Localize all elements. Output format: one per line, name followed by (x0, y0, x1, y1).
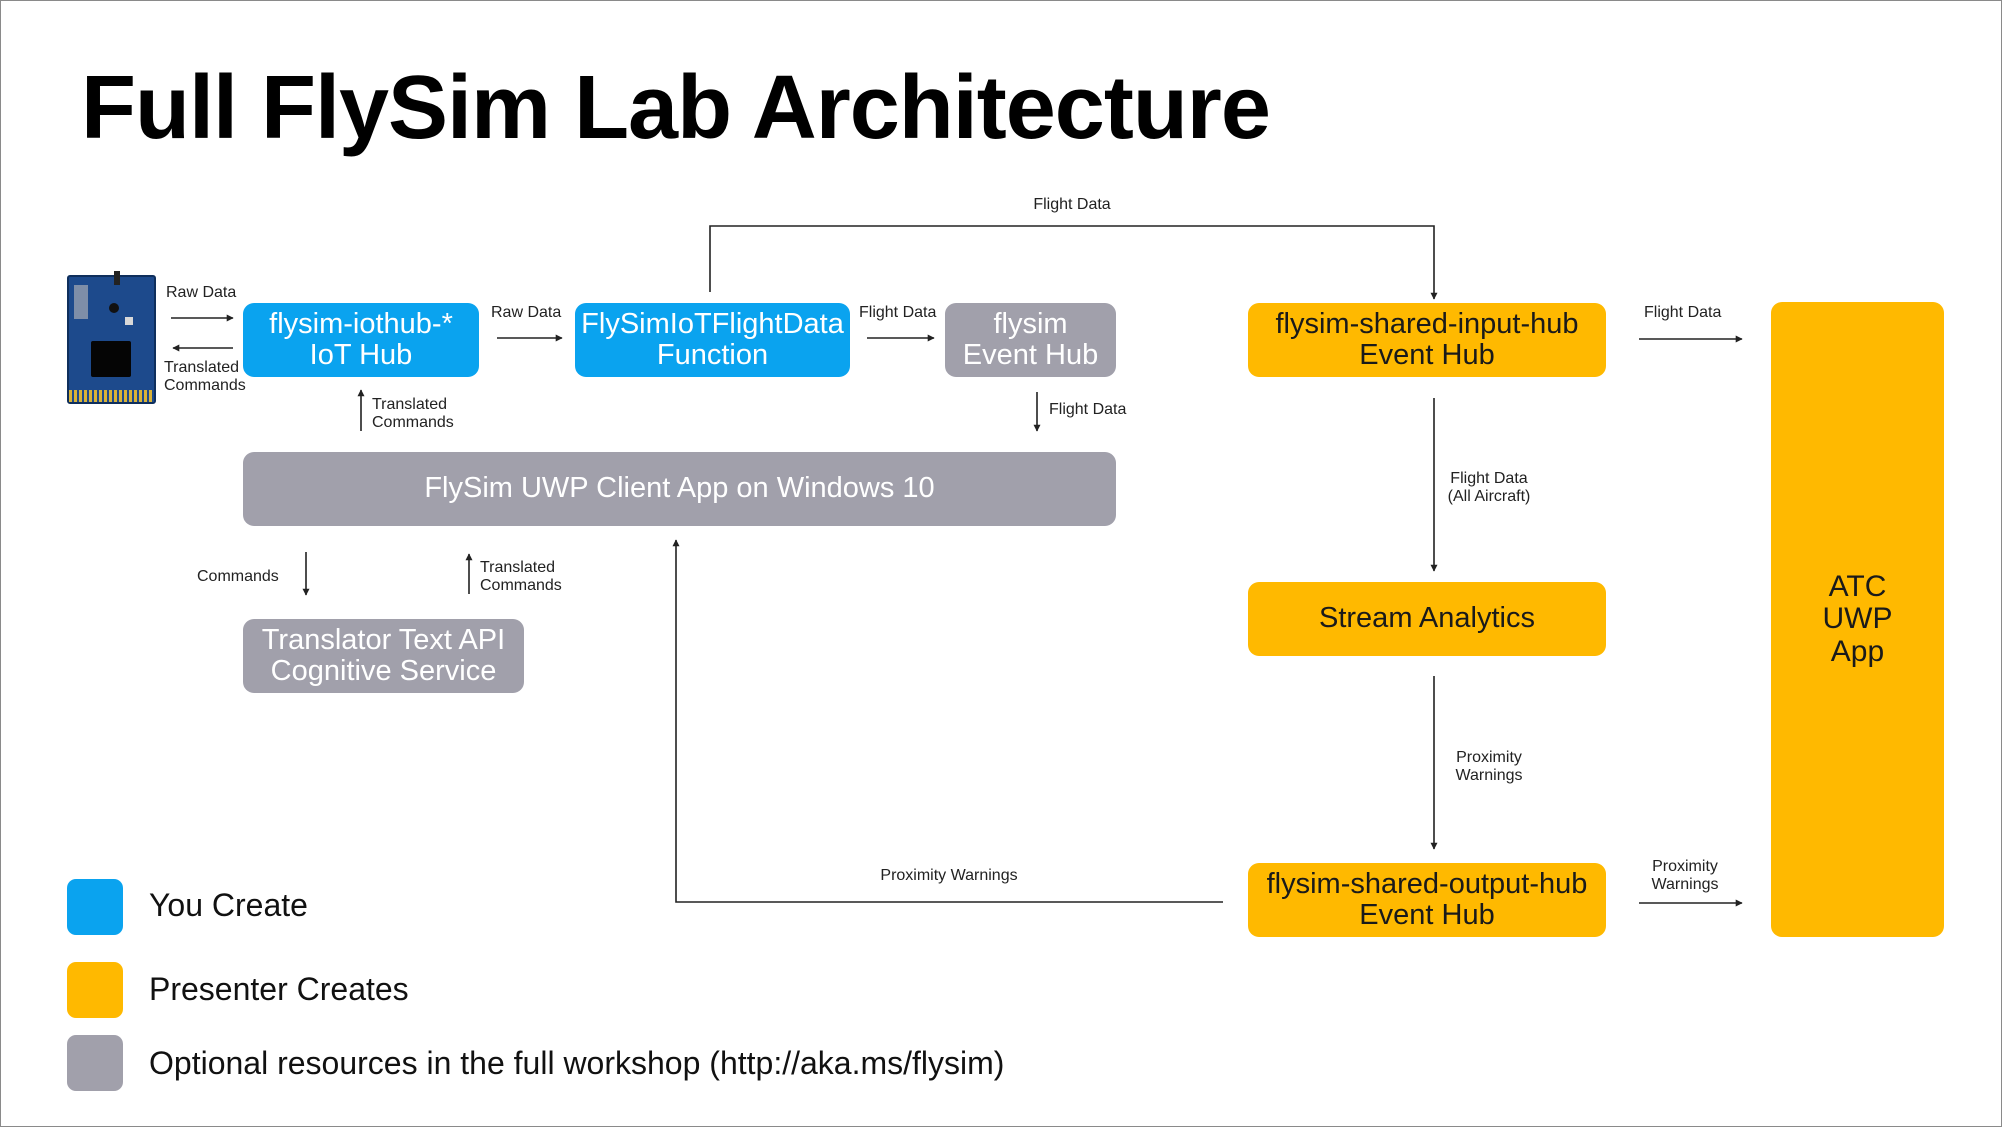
uwp-client-node: FlySim UWP Client App on Windows 10 (243, 452, 1116, 526)
label-line: Warnings (1651, 876, 1719, 893)
iothub-node-type: IoT Hub (309, 339, 413, 371)
legend-swatch-gold (67, 962, 123, 1018)
label-line: Commands (480, 577, 562, 594)
label-proximity-warnings-atc: Proximity Warnings (1652, 858, 1719, 894)
label-line: Flight Data (1450, 470, 1528, 487)
label-raw-data-device: Raw Data (166, 284, 237, 301)
legend-presenter-creates-label: Presenter Creates (149, 971, 409, 1007)
label-commands: Commands (197, 568, 279, 585)
label-translated-commands-iothub: Translated Commands (372, 396, 454, 432)
function-node-name: FlySimIoTFlightData (581, 307, 844, 340)
iothub-node-name: flysim-iothub-* (269, 307, 453, 340)
output-hub-node: flysim-shared-output-hub Event Hub (1248, 863, 1606, 937)
label-line: Proximity (1652, 858, 1718, 875)
label-raw-data-iothub: Raw Data (491, 304, 562, 321)
legend-swatch-blue (67, 879, 123, 935)
label-line: (All Aircraft) (1447, 488, 1531, 505)
label-translated-commands-device: Translated Commands (164, 359, 246, 395)
label-flight-data-all-aircraft: Flight Data (All Aircraft) (1448, 470, 1531, 506)
page-title: Full FlySim Lab Architecture (81, 58, 1271, 158)
label-flight-data-atc: Flight Data (1644, 304, 1722, 321)
function-node: FlySimIoTFlightData Function (575, 303, 850, 377)
function-node-type: Function (656, 339, 769, 371)
iothub-node: flysim-iothub-* IoT Hub (243, 303, 479, 377)
label-flight-data-eventhub: Flight Data (1049, 401, 1127, 418)
atc-app-line1: ATC (1828, 569, 1887, 603)
label-line: Translated (372, 396, 447, 413)
label-flight-data-function: Flight Data (859, 304, 937, 321)
translator-node-name: Translator Text API (261, 623, 506, 656)
mxchip-device-icon (67, 271, 156, 404)
input-hub-node-name: flysim-shared-input-hub (1275, 307, 1579, 340)
output-hub-node-name: flysim-shared-output-hub (1266, 867, 1588, 900)
output-hub-node-type: Event Hub (1359, 899, 1495, 931)
input-hub-node: flysim-shared-input-hub Event Hub (1248, 303, 1606, 377)
stream-analytics-node-label: Stream Analytics (1319, 602, 1535, 635)
label-proximity-warnings-return: Proximity Warnings (880, 867, 1018, 884)
label-line: Translated (480, 559, 555, 576)
eventhub-node-type: Event Hub (962, 339, 1099, 371)
label-line: Proximity (1456, 749, 1522, 766)
atc-app-node: ATC UWP App (1771, 302, 1944, 937)
stream-analytics-node: Stream Analytics (1248, 582, 1606, 656)
atc-app-line2: UWP (1822, 602, 1893, 636)
label-proximity-warnings-sa: Proximity Warnings (1456, 749, 1523, 785)
uwp-client-node-label: FlySim UWP Client App on Windows 10 (424, 472, 935, 505)
label-line: Translated (164, 359, 239, 376)
arrow-output-hub-to-uwp (672, 539, 1223, 903)
eventhub-node: flysim Event Hub (945, 303, 1116, 377)
translator-node-type: Cognitive Service (270, 655, 497, 687)
label-line: Commands (164, 377, 246, 394)
eventhub-node-name: flysim (993, 307, 1068, 340)
input-hub-node-type: Event Hub (1359, 339, 1495, 371)
legend-swatch-gray (67, 1035, 123, 1091)
label-translated-commands-translator: Translated Commands (480, 559, 562, 595)
legend-optional-label: Optional resources in the full workshop … (149, 1045, 1005, 1081)
label-flight-data-top: Flight Data (1033, 196, 1111, 213)
label-line: Commands (372, 414, 454, 431)
legend-you-create-label: You Create (149, 887, 308, 923)
arrow-function-to-input-hub (709, 225, 1438, 300)
atc-app-line3: App (1830, 634, 1885, 668)
label-line: Warnings (1455, 767, 1523, 784)
translator-node: Translator Text API Cognitive Service (243, 619, 524, 693)
